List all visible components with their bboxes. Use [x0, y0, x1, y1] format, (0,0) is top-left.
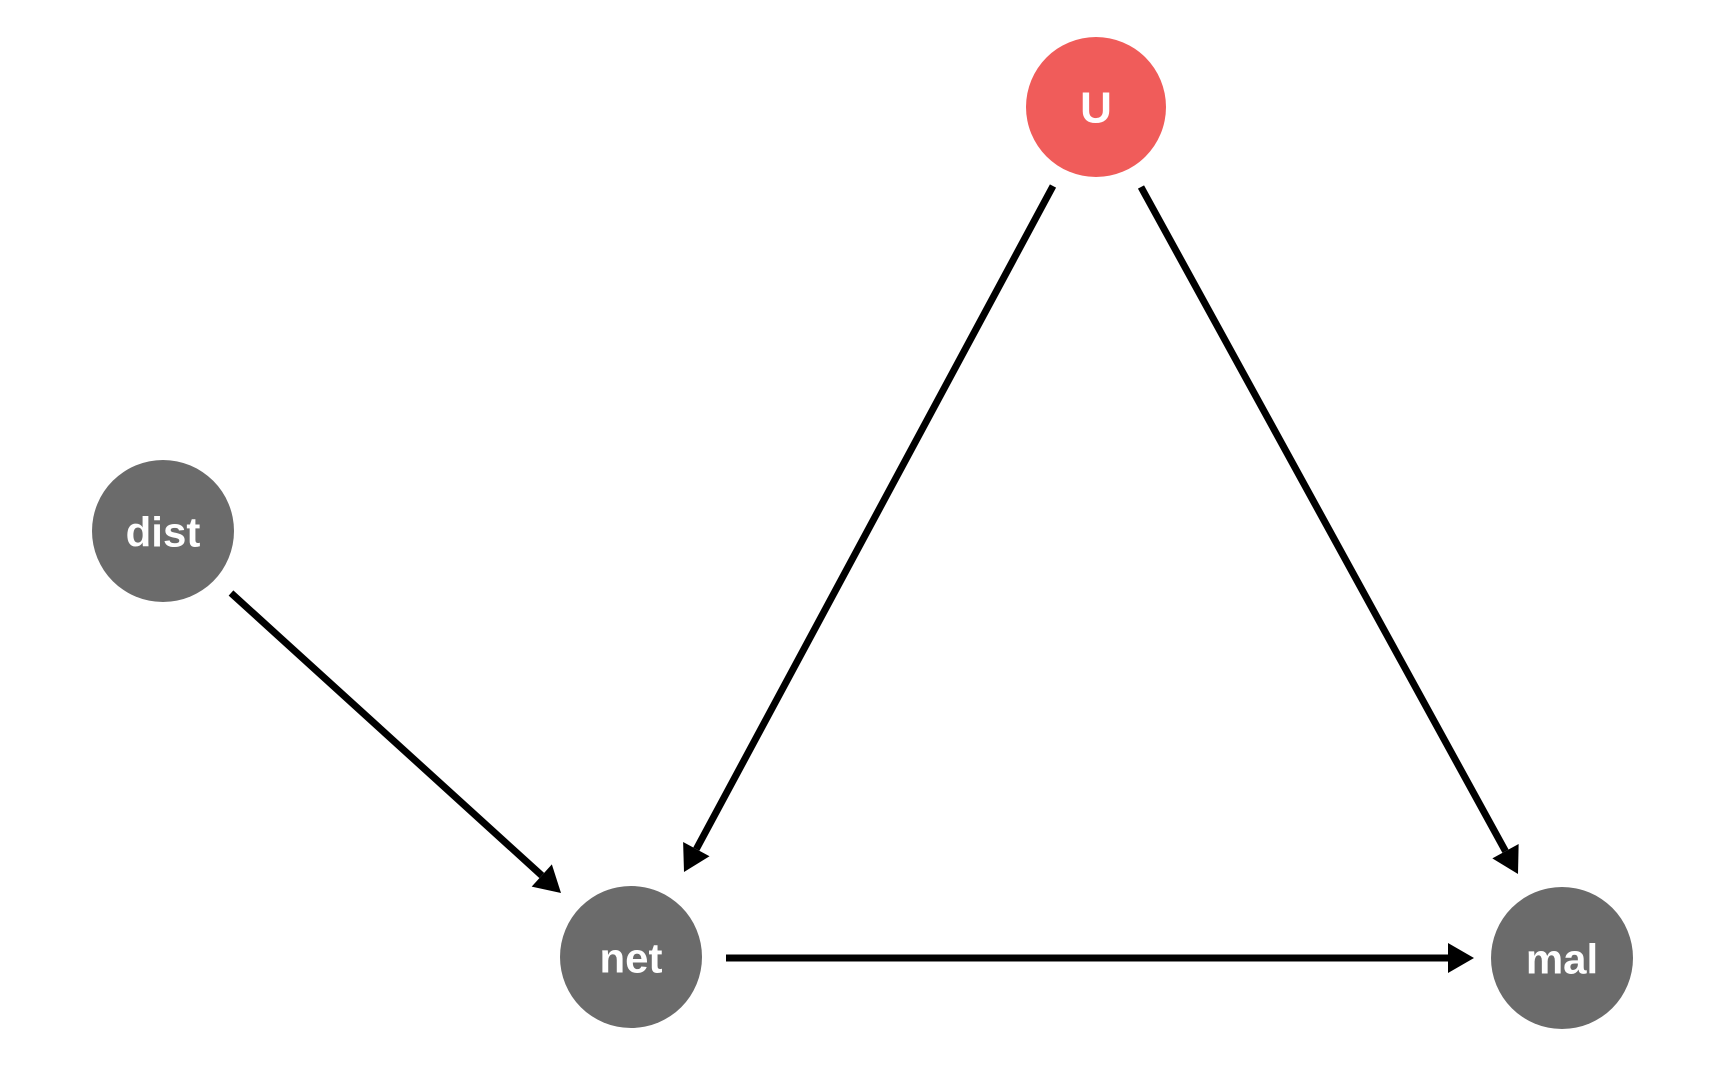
- arrowhead-icon: [683, 841, 710, 872]
- edge-u-to-net: [683, 184, 1057, 872]
- arrowhead-icon: [531, 864, 561, 893]
- arrowhead-icon: [1448, 943, 1474, 973]
- arrowhead-icon: [1492, 843, 1519, 874]
- edge-shaft: [228, 590, 545, 879]
- edge-u-to-mal: [1137, 185, 1519, 874]
- edge-dist-to-net: [228, 590, 561, 893]
- node-label-net: net: [600, 935, 663, 982]
- node-label-dist: dist: [126, 509, 201, 556]
- node-dist[interactable]: dist: [92, 460, 234, 602]
- node-label-mal: mal: [1526, 936, 1598, 983]
- node-U[interactable]: U: [1026, 37, 1166, 177]
- node-circle-net[interactable]: [560, 886, 702, 1028]
- edge-shaft: [1137, 185, 1509, 853]
- node-circle-mal[interactable]: [1491, 887, 1633, 1029]
- edge-shaft: [693, 184, 1057, 851]
- node-net[interactable]: net: [560, 886, 702, 1028]
- node-label-U: U: [1080, 84, 1112, 133]
- edge-net-to-mal: [726, 943, 1474, 973]
- node-circle-dist[interactable]: [92, 460, 234, 602]
- edges-layer: [228, 184, 1519, 973]
- node-circle-U[interactable]: [1026, 37, 1166, 177]
- node-mal[interactable]: mal: [1491, 887, 1633, 1029]
